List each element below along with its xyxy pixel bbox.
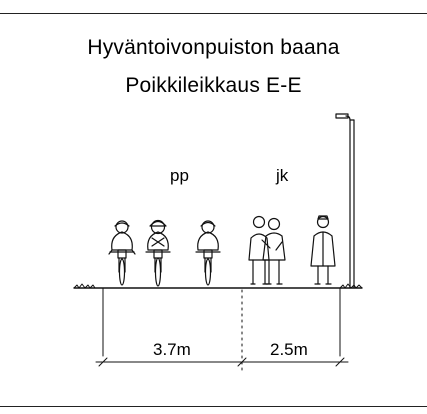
bottom-border-line: [0, 406, 427, 407]
cycle-path-label: pp: [170, 166, 189, 185]
cyclist-icon: [108, 220, 136, 286]
pedestrian-icon: [310, 215, 336, 285]
street-lamp-icon: [335, 113, 355, 289]
top-border-line: [0, 13, 427, 14]
cyclist-icon: [145, 219, 171, 287]
cyclist-icon: [195, 220, 221, 286]
walkway-dimension: 2.5m: [270, 340, 308, 359]
pedestrians-icon: [248, 215, 286, 285]
walkway-label: jk: [276, 166, 289, 185]
diagram-subtitle: Poikkileikkaus E-E: [125, 74, 302, 97]
diagram-title: Hyväntoivonpuiston baana: [87, 36, 340, 59]
cycle-path-dimension: 3.7m: [153, 340, 191, 359]
dimension-line: [95, 357, 349, 367]
